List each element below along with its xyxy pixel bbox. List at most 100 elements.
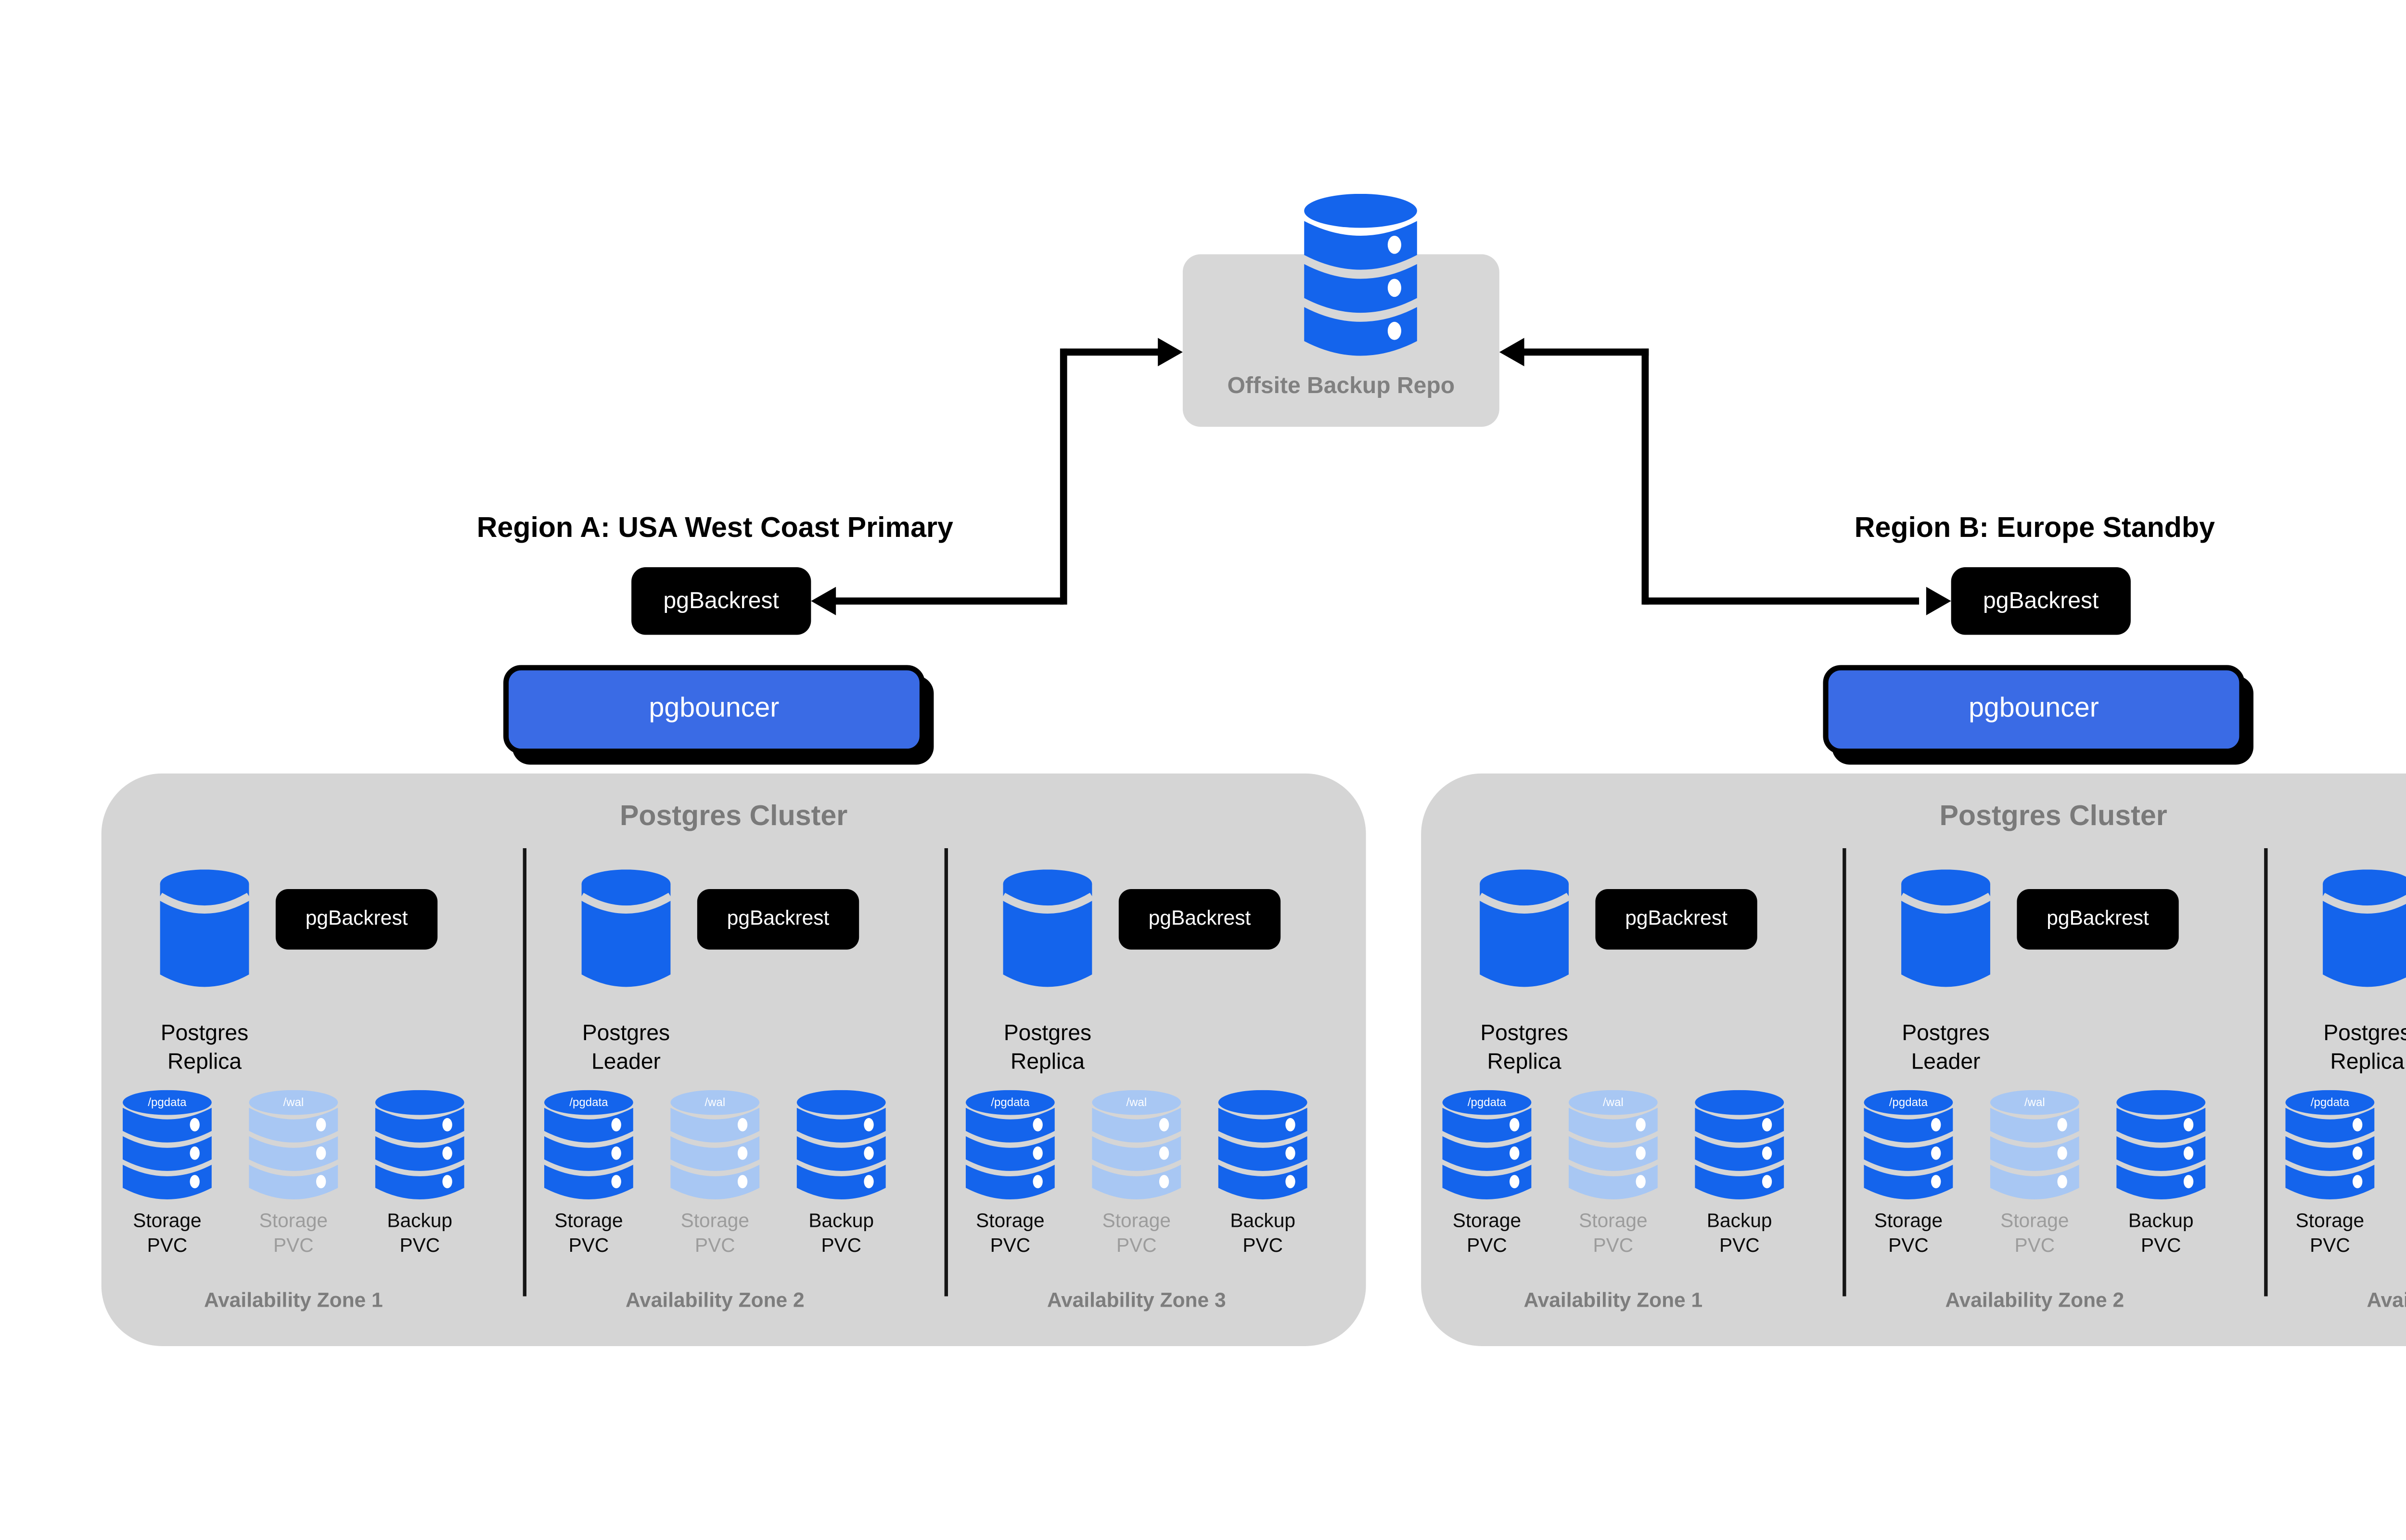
- backup-pvc-icon: [1693, 1090, 1786, 1202]
- disk-stack-icon: [1216, 1090, 1309, 1202]
- postgres-role-label: Postgres Replica: [1003, 1020, 1092, 1073]
- postgres-cluster-panel: Postgres Cluster pgBackrest Postgres Rep…: [101, 773, 1366, 1346]
- arrowhead-into-repo-left-icon: [1158, 337, 1183, 366]
- mount-path-label: /pgdata: [2310, 1096, 2349, 1109]
- region-b-title: Region B: Europe Standby: [1854, 514, 2215, 545]
- postgres-role-label: Postgres Replica: [1480, 1020, 1568, 1073]
- pvc-label: Backup PVC: [1230, 1211, 1296, 1257]
- storage-pvc-wal-icon: /wal: [247, 1090, 340, 1202]
- availability-zone-label: Availability Zone 2: [625, 1291, 805, 1312]
- pvc-label: Storage PVC: [554, 1211, 623, 1257]
- az-divider: [2264, 848, 2267, 1297]
- az-column: pgBackrest Postgres Replica /pgdata /wal…: [2264, 774, 2406, 1346]
- mount-path-label: /pgdata: [148, 1096, 187, 1109]
- storage-pvc-icon: /pgdata: [1441, 1090, 1533, 1202]
- storage-pvc-wal-icon: /wal: [1090, 1090, 1183, 1202]
- mount-path-label: /pgdata: [1889, 1096, 1928, 1109]
- postgres-cylinder-icon: [580, 869, 672, 999]
- mount-path-label: /wal: [1126, 1096, 1147, 1109]
- pvc-label: Storage PVC: [1102, 1211, 1171, 1257]
- postgres-role-label: Postgres Leader: [1902, 1020, 1990, 1073]
- storage-pvc-wal-icon: /wal: [669, 1090, 761, 1202]
- disk-stack-icon: [1693, 1090, 1786, 1202]
- pvc-label: Storage PVC: [680, 1211, 750, 1257]
- arrowhead-into-pgbackrest-a-icon: [811, 586, 836, 615]
- pgbackrest-box: pgBackrest: [275, 889, 438, 950]
- arrow-segment: [1063, 347, 1165, 356]
- mount-path-label: /pgdata: [569, 1096, 608, 1109]
- pgbouncer-box: pgbouncer: [1823, 665, 2245, 754]
- az-divider: [1843, 848, 1846, 1297]
- pvc-label: Backup PVC: [808, 1211, 874, 1257]
- pgbouncer-box: pgbouncer: [503, 665, 925, 754]
- pvc-label: Storage PVC: [133, 1211, 202, 1257]
- pvc-label: Storage PVC: [2295, 1211, 2365, 1257]
- postgres-cluster-panel: Postgres Cluster pgBackrest Postgres Rep…: [1421, 773, 2406, 1346]
- postgres-role-label: Postgres Replica: [160, 1020, 249, 1073]
- pvc-label: Storage PVC: [976, 1211, 1045, 1257]
- az-column: pgBackrest Postgres Replica /pgdata /wal…: [102, 774, 523, 1346]
- pgbackrest-box: pgBackrest: [1118, 889, 1281, 950]
- pgbackrest-box: pgBackrest: [1951, 567, 2131, 635]
- az-divider: [944, 848, 947, 1297]
- mount-path-label: /pgdata: [1467, 1096, 1507, 1109]
- storage-pvc-icon: /pgdata: [121, 1090, 213, 1202]
- postgres-cylinder-icon: [1478, 869, 1570, 999]
- region-a-title: Region A: USA West Coast Primary: [476, 514, 953, 545]
- az-divider: [523, 848, 526, 1297]
- backup-pvc-icon: [373, 1090, 466, 1202]
- availability-zone-label: Availability Zone 3: [1047, 1291, 1226, 1312]
- availability-zone-label: Availability Zone 1: [1523, 1291, 1703, 1312]
- arrow-segment: [1643, 597, 1920, 605]
- availability-zone-label: Availability Zone 1: [204, 1291, 383, 1312]
- arrow-segment: [832, 597, 1064, 605]
- postgres-cylinder-icon: [1899, 869, 1992, 999]
- storage-pvc-icon: /pgdata: [1862, 1090, 1955, 1202]
- pvc-label: Backup PVC: [387, 1211, 453, 1257]
- mount-path-label: /pgdata: [991, 1096, 1030, 1109]
- pgbackrest-box: pgBackrest: [1595, 889, 1757, 950]
- mount-path-label: /wal: [704, 1096, 726, 1109]
- region-a: Region A: USA West Coast Primary pgBackr…: [101, 514, 1366, 1346]
- postgres-role-label: Postgres Leader: [582, 1020, 670, 1073]
- pvc-label: Storage PVC: [259, 1211, 328, 1257]
- storage-pvc-icon: /pgdata: [542, 1090, 635, 1202]
- disk-stack-icon: [795, 1090, 887, 1202]
- pgbackrest-box: pgBackrest: [631, 567, 811, 635]
- arrow-segment: [1521, 347, 1649, 356]
- mount-path-label: /wal: [2024, 1096, 2045, 1109]
- storage-pvc-wal-icon: /wal: [1567, 1090, 1659, 1202]
- pvc-label: Storage PVC: [2397, 1211, 2406, 1259]
- storage-pvc-icon: /pgdata: [964, 1090, 1056, 1202]
- mount-path-label: /wal: [1602, 1096, 1624, 1109]
- pvc-label: Storage PVC: [1452, 1211, 1522, 1257]
- pvc-label: Storage PVC: [1874, 1211, 1943, 1257]
- availability-zone-label: Availability Zone 2: [1945, 1291, 2124, 1312]
- storage-pvc-icon: /pgdata: [2284, 1090, 2376, 1202]
- cluster-title: Postgres Cluster: [1939, 802, 2167, 832]
- disk-stack-icon: [2115, 1090, 2207, 1202]
- pvc-label: Backup PVC: [1706, 1211, 1772, 1257]
- pvc-label: Backup PVC: [2128, 1211, 2194, 1257]
- backup-pvc-icon: [795, 1090, 887, 1202]
- disk-stack-icon: [373, 1090, 466, 1202]
- pvc-label: Storage PVC: [1579, 1211, 1648, 1257]
- mount-path-label: /wal: [283, 1096, 304, 1109]
- az-column: pgBackrest Postgres Leader /pgdata /wal …: [1843, 774, 2264, 1346]
- postgres-cylinder-icon: [158, 869, 251, 999]
- postgres-role-label: Postgres Replica: [2323, 1020, 2406, 1073]
- backup-pvc-icon: [2115, 1090, 2207, 1202]
- pgbackrest-box: pgBackrest: [697, 889, 859, 950]
- storage-pvc-wal-icon: /wal: [1988, 1090, 2081, 1202]
- backup-pvc-icon: [1216, 1090, 1309, 1202]
- pgbackrest-box: pgBackrest: [2017, 889, 2179, 950]
- az-column: pgBackrest Postgres Leader /pgdata /wal …: [523, 774, 945, 1346]
- arrow-segment: [1059, 347, 1067, 605]
- arrowhead-into-pgbackrest-b-icon: [1926, 586, 1951, 615]
- arrowhead-into-repo-right-icon: [1499, 337, 1524, 366]
- az-column: pgBackrest Postgres Replica /pgdata /wal…: [1421, 774, 1843, 1346]
- az-column: pgBackrest Postgres Replica /pgdata /wal…: [945, 774, 1366, 1346]
- availability-zone-label: Availability Zone 3: [2367, 1291, 2406, 1312]
- postgres-cylinder-icon: [1001, 869, 1094, 999]
